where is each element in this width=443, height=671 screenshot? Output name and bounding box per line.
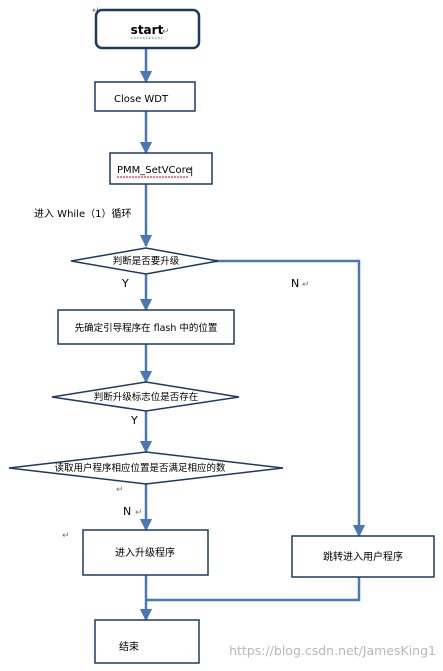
pmm-label: PMM_SetVCore bbox=[117, 165, 192, 176]
return-mark-icon: ↵ bbox=[135, 508, 143, 518]
return-mark-icon: ↵ bbox=[116, 485, 124, 495]
node-decision-read: 读取用户程序相应位置是否满足相应的数 bbox=[8, 451, 284, 485]
arrow-no-branch-to-jump bbox=[214, 259, 366, 538]
enter-upgrade-label: 进入升级程序 bbox=[115, 546, 175, 559]
node-start: start ↵ bbox=[94, 8, 201, 50]
start-label: start bbox=[131, 23, 164, 37]
connectors bbox=[139, 48, 366, 622]
edge-label-n2: N bbox=[123, 505, 131, 518]
locate-bootloader-label: 先确定引导程序在 flash 中的位置 bbox=[75, 322, 218, 334]
decision-flag-label: 判断升级标志位是否存在 bbox=[94, 391, 199, 403]
loop-label: 进入 While（1）循环 bbox=[34, 207, 131, 220]
return-mark-icon: ↵ bbox=[92, 6, 100, 16]
edge-label-n1: N bbox=[291, 277, 299, 290]
decision-upgrade-label: 判断是否要升级 bbox=[113, 255, 180, 267]
decision-read-label: 读取用户程序相应位置是否满足相应的数 bbox=[54, 462, 226, 474]
node-locate-bootloader: 先确定引导程序在 flash 中的位置 bbox=[57, 309, 235, 345]
node-decision-upgrade: 判断是否要升级 bbox=[70, 247, 219, 275]
node-close-wdt: Close WDT bbox=[94, 81, 196, 112]
node-end: 结束 bbox=[94, 619, 200, 664]
node-jump-user: 跳转进入用户程序 bbox=[291, 535, 435, 578]
end-label: 结束 bbox=[119, 640, 139, 653]
node-pmm-setvcore: PMM_SetVCore | bbox=[109, 152, 213, 185]
return-mark-icon: ↵ bbox=[162, 27, 170, 37]
node-decision-flag: 判断升级标志位是否存在 bbox=[51, 381, 240, 412]
edge-label-y1: Y bbox=[121, 277, 129, 290]
close-wdt-label: Close WDT bbox=[114, 94, 169, 105]
return-mark-icon: ↵ bbox=[302, 280, 310, 290]
cursor-mark-icon: | bbox=[190, 166, 193, 177]
watermark: https://blog.csdn.net/JamesKing1 bbox=[229, 643, 436, 658]
node-enter-upgrade: 进入升级程序 bbox=[82, 529, 209, 576]
jump-user-label: 跳转进入用户程序 bbox=[323, 550, 403, 563]
edge-label-y2: Y bbox=[130, 414, 138, 427]
arrow-jump-to-merge bbox=[146, 577, 361, 602]
return-mark-icon: ↵ bbox=[62, 531, 70, 541]
